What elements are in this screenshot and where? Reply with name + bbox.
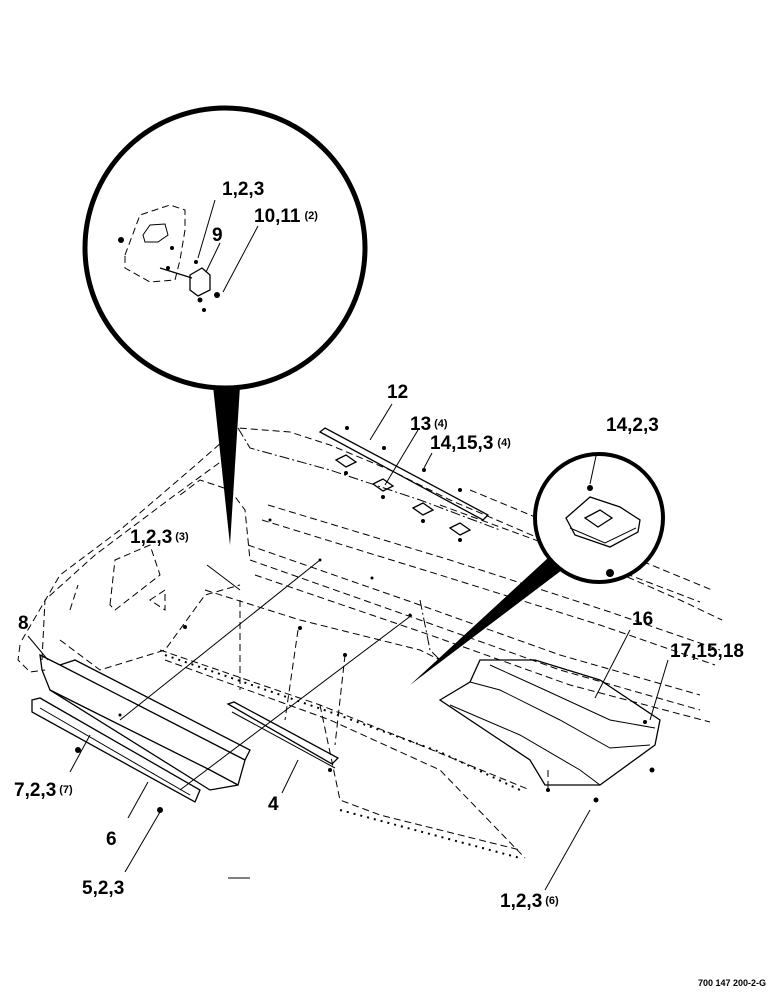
- drawing-number: 700 147 200-2-G: [698, 978, 766, 988]
- part-16-cover: [438, 659, 661, 803]
- callout-5-2-3: 5,2,3: [82, 878, 124, 899]
- callout-14-15-3: 14,15,3(4): [430, 433, 511, 454]
- callout-10-11: 10,11(2): [254, 206, 318, 227]
- callout-4: 4: [268, 794, 279, 815]
- part-6-bar: [31, 697, 201, 813]
- callout-13: 13(4): [410, 414, 448, 435]
- callout-14-2-3: 14,2,3: [606, 415, 659, 436]
- callout-1-2-3-top: 1,2,3: [222, 179, 264, 200]
- callout-9: 9: [212, 225, 223, 246]
- leader-lines: [69, 559, 669, 891]
- callout-6: 6: [106, 829, 117, 850]
- part-8-angle: [27, 635, 251, 791]
- detail-magnifier-upper: [82, 105, 368, 545]
- part-12-strip: [318, 403, 490, 542]
- callout-8: 8: [18, 613, 29, 634]
- part-4-bar: [226, 701, 340, 772]
- callout-17-15-18: 17,15,18: [670, 641, 744, 662]
- callout-7-2-3: 7,2,3(7): [14, 780, 73, 801]
- detail-magnifier-right: [410, 452, 665, 685]
- callout-12: 12: [387, 382, 408, 403]
- callout-labels: 1,2,3 9 10,11(2) 12 13(4) 14,15,3(4) 14,…: [14, 179, 744, 912]
- callout-1-2-3-bottom: 1,2,3(6): [500, 891, 559, 912]
- callout-1-2-3-mid: 1,2,3(3): [130, 527, 189, 548]
- callout-16: 16: [632, 609, 653, 630]
